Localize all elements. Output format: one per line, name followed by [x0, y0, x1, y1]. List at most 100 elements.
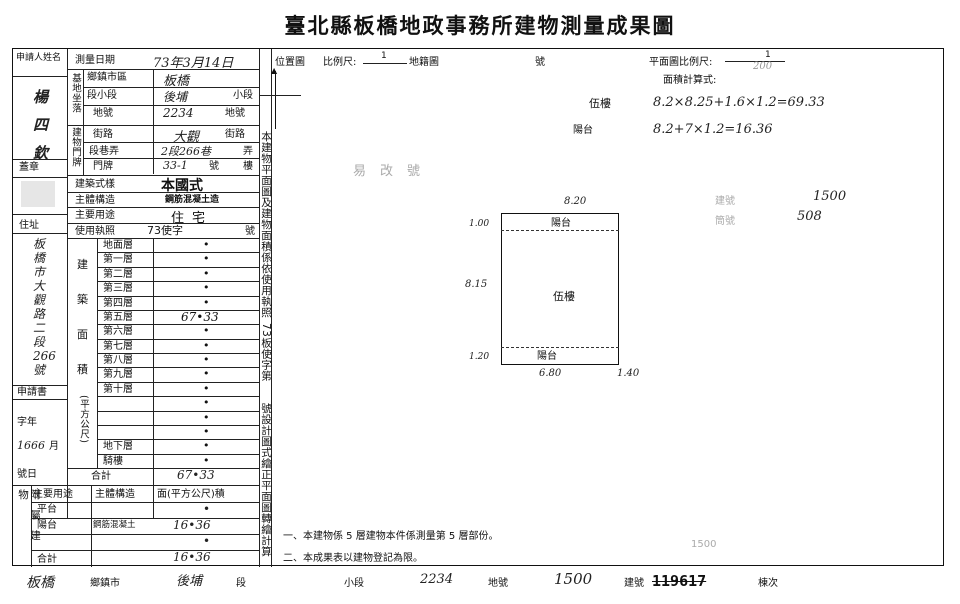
- permit-suffix: 號: [245, 226, 255, 237]
- floor-area-value: •: [203, 238, 210, 251]
- permit-label: 使用執照: [75, 226, 115, 237]
- permit-value: 73使字: [147, 224, 183, 237]
- section-label: 段小段: [87, 90, 117, 101]
- floor-area-value: •: [203, 454, 210, 467]
- dim-left-bot: 1.20: [469, 352, 490, 362]
- word-value: 1666: [17, 439, 45, 452]
- floor-area-value: •: [203, 367, 210, 380]
- plan-scale-label: 平面圖比例尺:: [649, 57, 713, 68]
- room-mid: 伍樓: [553, 290, 575, 303]
- floor-area-value: •: [203, 396, 210, 409]
- floor-area-value: •: [203, 353, 210, 366]
- floor-area-value: •: [203, 252, 210, 265]
- floor-area-value: •: [203, 267, 210, 280]
- footer-township-label: 鄉鎮市: [90, 578, 120, 589]
- attached-use: 陽台: [37, 520, 57, 531]
- floor-area-value: •: [203, 439, 210, 452]
- floor-label: 地下層: [103, 441, 133, 452]
- survey-date-label: 測量日期: [75, 55, 115, 66]
- floor-label: 第二層: [103, 269, 133, 280]
- floor-label: 第一層: [103, 254, 133, 265]
- area-label-jian: 建: [77, 258, 88, 271]
- footer-section-label: 段: [236, 578, 246, 589]
- floor-label: 地面層: [103, 240, 133, 251]
- seal-label: 蓋章: [19, 162, 39, 173]
- vertical-note-1: 本建物平面圖及建物面積係依使用執照: [260, 131, 272, 318]
- word-year-label: 字年: [17, 417, 37, 428]
- footer: 板橋 鄉鎮市 後埔 段 小段 2234 地號 1500 建號 119617 棟次: [0, 566, 960, 604]
- survey-date-value: 73年3月14日: [153, 56, 234, 71]
- footer-lot-label: 地號: [488, 578, 508, 589]
- door-value: 33-1: [163, 159, 188, 172]
- door-label: 門牌: [93, 161, 113, 172]
- area-unit-label: (平方公尺): [78, 395, 89, 444]
- door-suffix2: 樓: [243, 161, 253, 172]
- building-no-value: 1500: [813, 189, 847, 204]
- floor-label: 第四層: [103, 298, 133, 309]
- attached-structure: 鋼筋混凝土: [93, 520, 136, 530]
- location-label: 位置圖: [275, 57, 305, 68]
- survey-form: 申請人姓名 楊四欽 蓋章 住址 板橋市大觀路二段266號 申請書 字年 1666…: [12, 48, 944, 567]
- room-bot: 陽台: [537, 351, 557, 362]
- area-calc-label: 面積計算式:: [663, 75, 717, 86]
- number-suffix: 號: [535, 57, 545, 68]
- floor-area-value: •: [203, 382, 210, 395]
- note-mark: 1500: [691, 539, 717, 550]
- lane-suffix: 弄: [243, 146, 253, 157]
- lane-label: 段巷弄: [89, 146, 119, 157]
- note-1: 一、本建物係 5 層建物本件係測量第 5 層部份。: [283, 531, 499, 542]
- plan-scale-denominator: 200: [753, 61, 773, 72]
- applicant-label: 申請人姓名: [16, 53, 62, 63]
- cabinet-label: 筒號: [715, 216, 735, 227]
- calc1-label: 伍樓: [589, 97, 611, 110]
- attached-total-value: 16•36: [173, 550, 211, 564]
- application-label: 申請書: [17, 387, 47, 398]
- address-label: 住址: [19, 220, 39, 231]
- scale-value: 1: [381, 51, 387, 61]
- floor-label: 騎樓: [103, 456, 123, 467]
- street-value: 大觀: [173, 130, 200, 145]
- floor-area-value: 67•33: [181, 310, 219, 324]
- footer-lot-value: 2234: [420, 572, 454, 587]
- footer-cabinet-label: 棟次: [758, 578, 778, 589]
- calc2-value: 8.2+7×1.2=16.36: [653, 122, 773, 137]
- door-suffix: 號: [209, 161, 219, 172]
- township-value: 板橋: [163, 74, 190, 89]
- footer-subsection-label: 小段: [344, 578, 364, 589]
- seal-stamp: [21, 181, 55, 207]
- style-value: 本國式: [161, 178, 203, 194]
- applicant-name: 楊四欽: [33, 88, 49, 162]
- footer-section-value: 後埔: [176, 574, 203, 589]
- use-value: 住宅: [171, 211, 214, 226]
- attached-area-label: 面(平方公尺)積: [157, 489, 225, 500]
- footer-bno-crossed: 119617: [652, 572, 707, 590]
- number-day-label: 號日: [17, 469, 37, 480]
- total-value: 67•33: [177, 468, 215, 482]
- structure-label: 主體構造: [75, 195, 115, 206]
- stamp-text: 易改號: [353, 164, 435, 179]
- building-door-label: 建物門牌: [70, 127, 81, 167]
- address-value: 板橋市大觀路二段266號: [33, 237, 56, 377]
- floor-area-value: •: [203, 411, 210, 424]
- dim-bot1: 6.80: [539, 368, 562, 379]
- use-label: 主要用途: [75, 210, 115, 221]
- structure-value: 鋼筋混凝土造: [165, 195, 220, 205]
- area-label-zhu: 築: [77, 293, 88, 306]
- dim-left-top: 1.00: [469, 219, 490, 229]
- dim-left-mid: 8.15: [465, 279, 488, 290]
- plan-scale-value: 1: [765, 50, 771, 60]
- total-label: 合計: [91, 471, 111, 482]
- cadastral-label: 地籍圖: [409, 57, 439, 68]
- note-2: 二、本成果表以建物登記為限。: [283, 553, 423, 564]
- attached-area: •: [203, 502, 211, 516]
- north-arrow-icon: ▲: [271, 66, 278, 75]
- cabinet-value: 508: [797, 209, 822, 224]
- lane-value: 2段266巷: [161, 145, 211, 158]
- floor-plan-outline: [501, 213, 619, 365]
- attached-area: 16•36: [173, 518, 211, 532]
- lot-label: 地號: [93, 108, 113, 119]
- dim-bot2: 1.40: [617, 368, 640, 379]
- floor-area-value: •: [203, 296, 210, 309]
- street-label: 街路: [93, 129, 113, 140]
- month-label: 月: [49, 441, 59, 452]
